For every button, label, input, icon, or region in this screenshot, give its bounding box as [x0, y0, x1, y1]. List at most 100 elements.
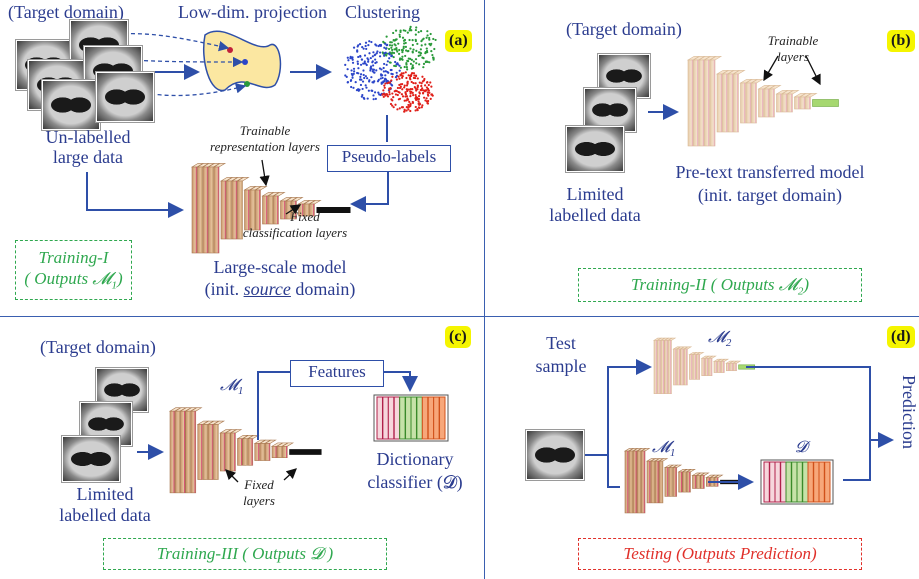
- cluster-point-red: [387, 81, 390, 84]
- cluster-point-green: [398, 58, 402, 61]
- panel-a-trainable-line1: Trainable: [239, 123, 291, 138]
- cluster-point-red: [413, 86, 416, 89]
- cluster-point-red: [399, 73, 402, 76]
- cluster-point-red: [404, 71, 407, 74]
- cnn-layer: [271, 445, 278, 458]
- cluster-point-blue: [398, 64, 401, 67]
- cluster-point-red: [411, 100, 414, 104]
- cluster-point-blue: [358, 42, 362, 46]
- cluster-point-green: [401, 55, 404, 58]
- cluster-point-green: [425, 47, 428, 50]
- cluster-point-blue: [356, 49, 359, 52]
- cluster-point-green: [428, 36, 431, 40]
- cluster-point-green: [421, 38, 424, 41]
- cnn-layer: [242, 438, 248, 466]
- cnn-layer: [682, 471, 687, 493]
- cluster-point-red: [426, 91, 429, 94]
- cnn-layer: [709, 59, 716, 147]
- cluster-point-green: [401, 36, 405, 39]
- cluster-point-blue: [352, 86, 355, 89]
- cnn-layer: [247, 438, 254, 466]
- cluster-point-green: [385, 35, 388, 38]
- cluster-point-red: [422, 79, 426, 82]
- cluster-point-blue: [365, 47, 368, 51]
- cluster-point-blue: [372, 94, 375, 97]
- cnn-model-d-m1: [623, 448, 745, 514]
- cluster-point-green: [432, 37, 435, 41]
- cluster-point-blue: [350, 72, 353, 76]
- cluster-point-blue: [381, 76, 384, 79]
- cluster-point-blue: [391, 73, 394, 76]
- cluster-point-red: [427, 89, 430, 92]
- cluster-point-red: [409, 78, 412, 81]
- cluster-point-red: [403, 84, 406, 87]
- cnn-layer: [255, 189, 261, 231]
- cnn-layer: [202, 424, 209, 480]
- cluster-point-blue: [390, 54, 393, 57]
- cluster-point-green: [409, 57, 412, 60]
- cluster-point-red: [406, 82, 409, 85]
- cluster-point-green: [433, 47, 436, 51]
- cluster-point-red: [412, 81, 415, 85]
- cluster-point-red: [382, 89, 385, 92]
- cluster-point-red: [428, 91, 431, 94]
- cluster-point-blue: [352, 67, 356, 70]
- cnn-model-a: [190, 163, 351, 254]
- panel-c-dict-line1: Dictionary: [376, 449, 454, 469]
- training-ii-text: Training-II ( Outputs 𝓜: [630, 275, 798, 294]
- cluster-point-red: [421, 104, 424, 107]
- training-i-text: ( Outputs 𝓜: [24, 269, 112, 289]
- cluster-point-blue: [362, 47, 365, 50]
- cluster-point-red: [399, 83, 402, 86]
- cluster-point-blue: [372, 68, 376, 71]
- cluster-point-blue: [371, 81, 374, 84]
- cluster-point-red: [411, 88, 414, 91]
- cluster-point-red: [429, 97, 432, 101]
- cluster-point-blue: [351, 76, 354, 79]
- cluster-point-green: [411, 43, 414, 47]
- cluster-point-blue: [357, 55, 360, 59]
- cnn-layer: [207, 424, 214, 480]
- cluster-point-blue: [361, 45, 364, 49]
- panel-c-target-domain: (Target domain): [40, 337, 156, 357]
- cluster-point-red: [420, 106, 423, 109]
- cluster-point-blue: [378, 55, 382, 58]
- cluster-point-green: [394, 44, 397, 47]
- cluster-point-green: [399, 29, 402, 32]
- cluster-point-green: [432, 56, 435, 59]
- cluster-point-blue: [374, 53, 377, 56]
- cluster-point-blue: [344, 74, 347, 77]
- cluster-point-blue: [364, 75, 367, 78]
- cnn-layer: [664, 467, 669, 497]
- panel-d-test-line1: Test: [546, 333, 576, 353]
- cluster-point-red: [410, 90, 413, 93]
- cluster-point-blue: [377, 91, 380, 94]
- cluster-point-red: [402, 72, 405, 75]
- cluster-point-green: [401, 49, 404, 52]
- model-line2-suffix: domain): [290, 279, 356, 299]
- cluster-point-blue: [362, 73, 365, 77]
- cluster-point-red: [388, 90, 391, 94]
- cluster-point-red: [430, 85, 433, 88]
- cnn-layer: [249, 189, 256, 231]
- panel-b-model-line2: (init. target domain): [697, 185, 843, 205]
- cluster-point-green: [406, 31, 409, 34]
- cluster-point-red: [421, 87, 424, 90]
- cluster-point-red: [410, 80, 413, 84]
- cluster-point-red: [389, 102, 393, 106]
- cluster-point-green: [412, 60, 415, 63]
- cnn-layer: [220, 180, 227, 240]
- cnn-layer: [680, 348, 685, 386]
- cluster-point-red: [398, 97, 402, 100]
- cluster-point-blue: [375, 52, 378, 55]
- dictionary-border: [373, 394, 449, 442]
- cluster-point-blue: [369, 65, 373, 68]
- cluster-point-green: [429, 32, 432, 36]
- cnn-layer: [692, 354, 697, 380]
- cnn-layer: [259, 443, 266, 461]
- cluster-point-green: [398, 48, 401, 52]
- cluster-point-red: [427, 83, 430, 87]
- cluster-point-red: [394, 93, 398, 96]
- cluster-point-red: [412, 72, 416, 75]
- cnn-layer: [805, 96, 811, 110]
